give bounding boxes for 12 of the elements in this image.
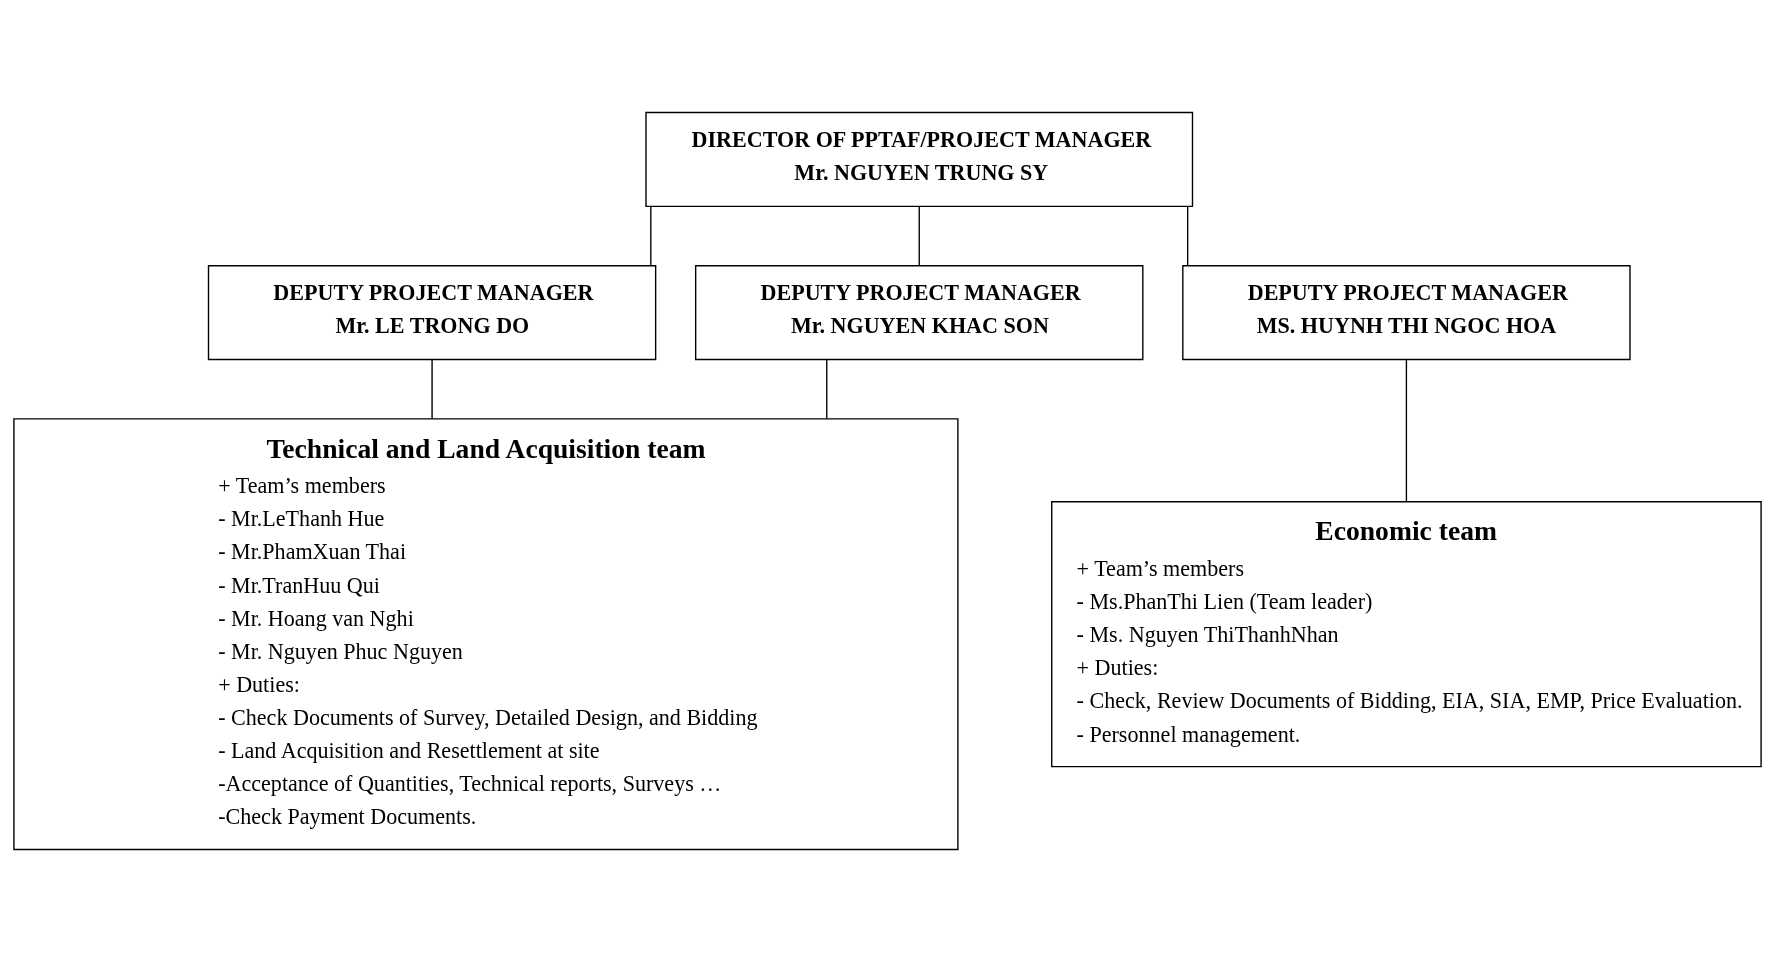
connector: [1187, 205, 1189, 266]
node-box: Technical and Land Acquisition team + Team’s members - Mr.LeThanh Hue - Mr.PhamXuan Thai - Mr.TranHuu Qui - Mr. Hoang van Nghi - Mr. Nguyen Phuc Nguyen + Duties: - Check Documents of Survey, Detailed Design, and Bidding - Land Acquisition and Resettlement at site -Acceptance of Quantities, Technical reports, Surveys … -Check Payment Documents.: [13, 417, 959, 850]
connector: [431, 358, 433, 419]
connector: [918, 205, 920, 266]
node-box: DEPUTY PROJECT MANAGER MS. HUYNH THI NGOC HOA: [1182, 264, 1631, 360]
node-box: DIRECTOR OF PPTAF/PROJECT MANAGER Mr. NGUYEN TRUNG SY: [645, 111, 1194, 207]
node-box: Economic team + Team’s members - Ms.PhanThi Lien (Team leader) - Ms. Nguyen ThiThanhNhan + Duties: - Check, Review Documents of Bidding, EIA, SIA, EMP, Price Evaluation. - Personnel management.: [1051, 500, 1762, 767]
connector: [826, 358, 828, 419]
node-box: DEPUTY PROJECT MANAGER Mr. NGUYEN KHAC SON: [694, 264, 1144, 360]
node-box: DEPUTY PROJECT MANAGER Mr. LE TRONG DO: [207, 264, 657, 360]
connector: [1405, 358, 1408, 502]
connector: [650, 205, 652, 266]
